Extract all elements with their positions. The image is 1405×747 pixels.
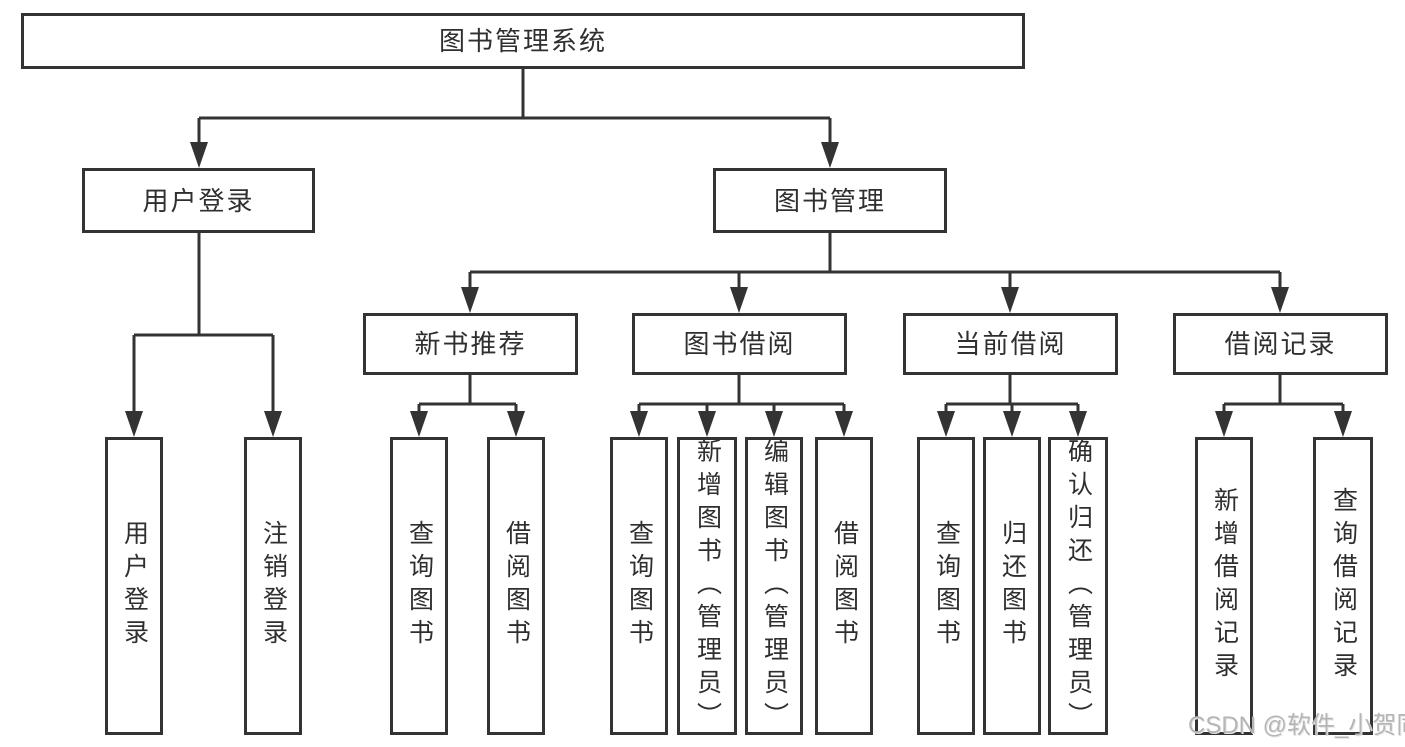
node-root: 图书管理系统 bbox=[21, 13, 1025, 69]
leaf-br-add-record-label: 新增借阅记录 bbox=[1210, 487, 1239, 685]
node-book-mgmt: 图书管理 bbox=[713, 168, 947, 233]
leaf-bb-add-book: 新增图书（管理员） bbox=[677, 437, 737, 735]
leaf-br-add-record: 新增借阅记录 bbox=[1195, 437, 1253, 735]
node-book-borrow: 图书借阅 bbox=[632, 313, 847, 375]
leaf-cb-query-book-label: 查询图书 bbox=[932, 520, 961, 652]
connector-current-borrow-children bbox=[944, 375, 1080, 413]
leaf-bb-borrow-book: 借阅图书 bbox=[815, 437, 873, 735]
leaf-cb-confirm-return: 确认归还（管理员） bbox=[1048, 437, 1108, 735]
node-new-book-rec: 新书推荐 bbox=[363, 313, 578, 375]
leaf-bb-query-book-label: 查询图书 bbox=[625, 520, 654, 652]
leaf-bb-edit-book: 编辑图书（管理员） bbox=[745, 437, 803, 735]
node-root-label: 图书管理系统 bbox=[438, 26, 607, 56]
leaf-bb-query-book: 查询图书 bbox=[610, 437, 668, 735]
node-user-login-label: 用户登录 bbox=[142, 185, 255, 216]
leaf-user-login: 用户登录 bbox=[105, 437, 163, 735]
connector-current-borrow-arrowheads bbox=[937, 411, 1087, 437]
connector-borrow-records-arrowheads bbox=[1215, 411, 1352, 437]
leaf-bb-edit-book-label: 编辑图书（管理员） bbox=[760, 437, 789, 735]
leaf-logout: 注销登录 bbox=[244, 437, 302, 735]
leaf-bb-borrow-book-label: 借阅图书 bbox=[830, 520, 859, 652]
connector-root-arrowheads bbox=[190, 142, 839, 168]
leaf-cb-confirm-return-label: 确认归还（管理员） bbox=[1064, 437, 1093, 735]
leaf-cb-query-book: 查询图书 bbox=[917, 437, 975, 735]
node-book-mgmt-label: 图书管理 bbox=[773, 185, 886, 216]
csdn-watermark: CSDN @软件_小贺同学 bbox=[1188, 712, 1405, 739]
connector-book-mgmt-arrowheads bbox=[461, 287, 1289, 313]
connector-root-children bbox=[197, 69, 832, 144]
connector-new-book-rec-arrowheads bbox=[410, 411, 525, 437]
leaf-cb-return-book-label: 归还图书 bbox=[998, 520, 1027, 652]
connector-book-mgmt-children bbox=[468, 233, 1282, 289]
node-current-borrow-label: 当前借阅 bbox=[954, 329, 1067, 359]
node-borrow-records-label: 借阅记录 bbox=[1224, 329, 1337, 359]
leaf-cb-return-book: 归还图书 bbox=[983, 437, 1041, 735]
connector-book-borrow-arrowheads bbox=[630, 411, 853, 437]
leaf-rec-borrow-book-label: 借阅图书 bbox=[502, 520, 531, 652]
leaf-br-query-record: 查询借阅记录 bbox=[1313, 437, 1373, 735]
connector-user-login-children bbox=[132, 233, 275, 413]
node-current-borrow: 当前借阅 bbox=[903, 313, 1118, 375]
connector-user-login-arrowheads bbox=[125, 411, 282, 437]
leaf-logout-label: 注销登录 bbox=[259, 520, 288, 652]
connector-borrow-records-children bbox=[1222, 375, 1345, 413]
node-borrow-records: 借阅记录 bbox=[1173, 313, 1388, 375]
leaf-rec-query-book-label: 查询图书 bbox=[405, 520, 434, 652]
node-new-book-rec-label: 新书推荐 bbox=[414, 329, 527, 359]
leaf-user-login-label: 用户登录 bbox=[120, 520, 149, 652]
connector-new-book-rec-children bbox=[417, 375, 518, 413]
leaf-bb-add-book-label: 新增图书（管理员） bbox=[693, 437, 722, 735]
connector-book-borrow-children bbox=[637, 375, 846, 413]
leaf-rec-borrow-book: 借阅图书 bbox=[487, 437, 545, 735]
leaf-br-query-record-label: 查询借阅记录 bbox=[1329, 487, 1358, 685]
leaf-rec-query-book: 查询图书 bbox=[390, 437, 448, 735]
node-user-login: 用户登录 bbox=[82, 168, 315, 233]
node-book-borrow-label: 图书借阅 bbox=[683, 329, 796, 359]
